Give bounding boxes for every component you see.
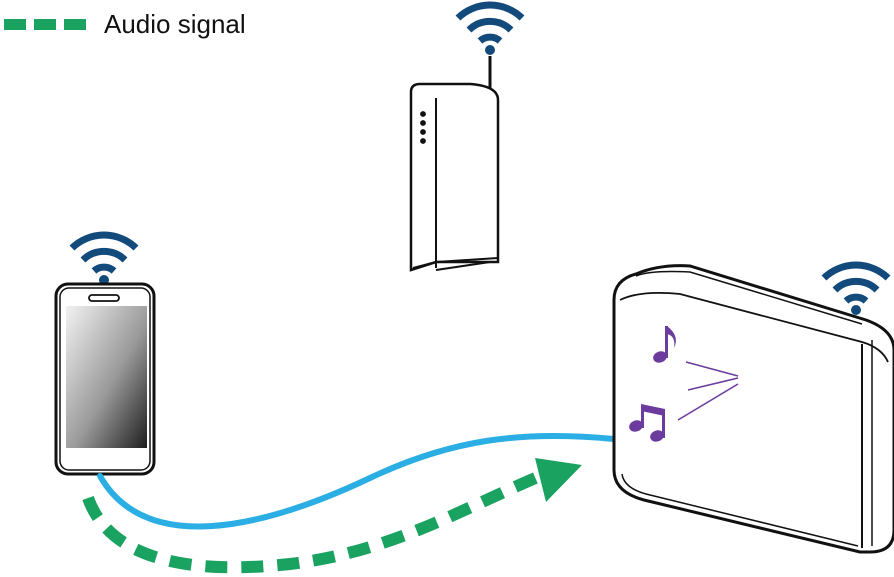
legend-label: Audio signal <box>104 8 246 39</box>
sound-waves-icon <box>677 361 739 421</box>
speaker-icon <box>612 264 894 554</box>
legend: Audio signal <box>4 6 246 42</box>
smartphone-wifi-icon <box>69 231 139 285</box>
router-wifi-icon <box>455 1 525 55</box>
audio-signal-arrow-line <box>82 470 543 574</box>
speaker-wifi-icon <box>821 261 891 315</box>
music-note-icon <box>653 326 676 363</box>
double-music-note-icon <box>629 404 665 442</box>
smartphone-icon <box>54 282 156 476</box>
legend-dashed-line-icon <box>4 18 86 30</box>
network-cable-line <box>97 432 617 530</box>
audio-signal-arrowhead-icon <box>535 458 582 502</box>
router-icon <box>409 56 500 272</box>
